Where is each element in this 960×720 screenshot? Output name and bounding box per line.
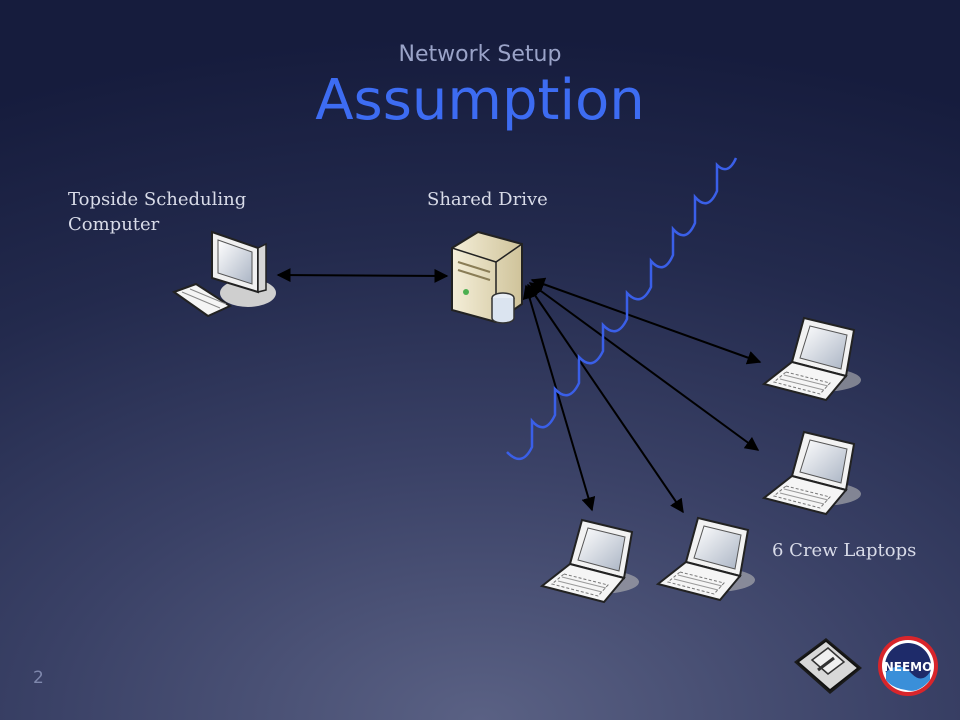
arrow-topside-shared xyxy=(276,268,449,283)
crew-laptop-icon xyxy=(657,517,756,601)
topside-computer-label: Topside Scheduling Computer xyxy=(68,189,247,235)
slide-subtitle: Network Setup xyxy=(398,42,562,67)
connection-arrows xyxy=(276,268,762,514)
crew-laptops-label: 6 Crew Laptops xyxy=(772,540,917,561)
arrow-shared-laptop-2 xyxy=(528,282,760,451)
aquarius-habitat-logo xyxy=(794,638,862,694)
crew-laptop-icon xyxy=(541,519,640,603)
page-number: 2 xyxy=(33,668,44,688)
arrow-shared-laptop-3 xyxy=(527,283,684,514)
arrow-shared-laptop-4 xyxy=(522,284,596,512)
wireless-wave-icon xyxy=(506,157,738,461)
desktop-computer-icon xyxy=(171,230,276,318)
neemo-logo: NEEMO xyxy=(878,636,938,696)
server-icon xyxy=(451,230,523,324)
arrow-shared-laptop-1 xyxy=(530,277,762,365)
crew-laptop-icon xyxy=(763,317,862,401)
shared-drive-label: Shared Drive xyxy=(427,189,548,210)
crew-laptop-icon xyxy=(763,431,862,515)
slide-title: Assumption xyxy=(315,68,645,133)
neemo-logo-text: NEEMO xyxy=(884,660,933,674)
